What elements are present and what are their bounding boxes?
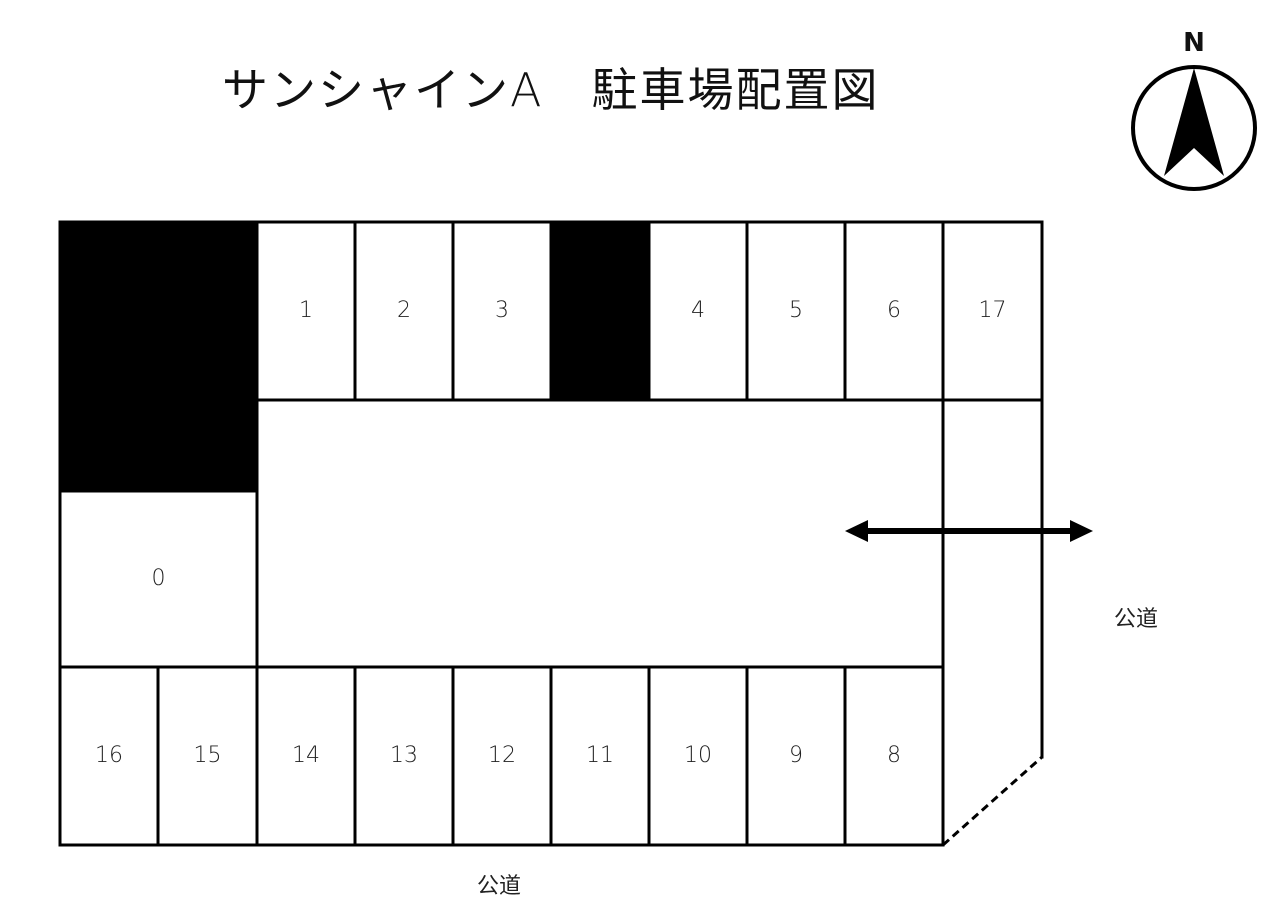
parking-slot-4[interactable]: 4 <box>691 298 705 323</box>
parking-slot-11[interactable]: 11 <box>586 743 614 768</box>
parking-slot-15[interactable]: 15 <box>193 743 222 768</box>
north-arrow-icon <box>1131 65 1257 191</box>
parking-slot-1[interactable]: 1 <box>299 298 313 323</box>
road-label-east: 公道 <box>1114 607 1159 632</box>
double-arrow-icon <box>845 520 1093 542</box>
parking-slot-0[interactable]: 0 <box>151 566 166 591</box>
parking-slot-3[interactable]: 3 <box>495 298 509 323</box>
road-label-south: 公道 <box>477 874 522 899</box>
parking-slot-17[interactable]: 17 <box>978 298 1007 323</box>
parking-slot-2[interactable]: 2 <box>397 298 411 323</box>
parking-slot-5[interactable]: 5 <box>789 298 803 323</box>
blocked-area-northwest <box>60 222 257 491</box>
compass-north-label: N <box>1183 28 1205 58</box>
parking-slot-12[interactable]: 12 <box>488 743 516 768</box>
blocked-area-top-middle <box>551 222 649 400</box>
page-title: サンシャインA 駐車場配置図 <box>222 63 880 117</box>
parking-slot-10[interactable]: 10 <box>684 743 712 768</box>
parking-slot-13[interactable]: 13 <box>390 743 418 768</box>
parking-slot-9[interactable]: 9 <box>789 743 803 768</box>
parking-slot-6[interactable]: 6 <box>887 298 901 323</box>
parking-slot-16[interactable]: 16 <box>95 743 123 768</box>
parking-slot-14[interactable]: 14 <box>292 743 320 768</box>
compass: N <box>1128 28 1260 192</box>
parking-slot-8[interactable]: 8 <box>887 743 901 768</box>
entrance-boundary-dashed <box>942 755 1043 847</box>
